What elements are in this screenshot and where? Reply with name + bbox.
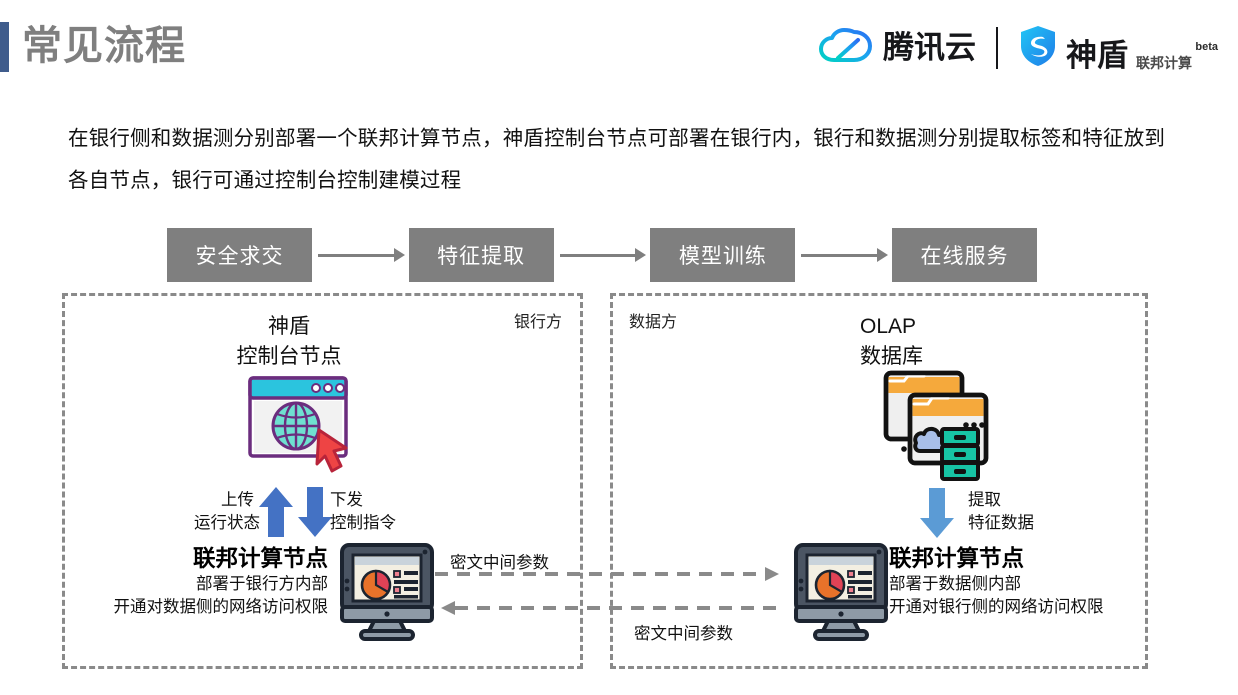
data-party-panel: 数据方 (610, 293, 1148, 669)
flow-arrow-1 (312, 228, 409, 282)
upload-label-line1: 上传 (221, 491, 254, 509)
flow-arrow-3 (795, 228, 892, 282)
logo-divider (996, 27, 998, 69)
shield-subtitle-wrap: 联邦计算 beta (1136, 41, 1218, 73)
header-bar: 常见流程 腾讯云 (0, 0, 1238, 92)
title-accent-bar (0, 22, 9, 72)
flow-step-1[interactable]: 安全求交 (167, 228, 312, 282)
olap-title-line1: OLAP (860, 315, 917, 338)
extract-label-line2: 特征数据 (968, 514, 1034, 532)
exchange-bottom-label: 密文中间参数 (634, 625, 733, 643)
extract-arrow-down-icon (919, 487, 955, 539)
command-arrow-label: 下发 控制指令 (330, 489, 410, 535)
tencent-cloud-logo: 腾讯云 (818, 27, 976, 70)
shield-logo: 神盾 联邦计算 beta (1018, 24, 1218, 73)
console-node-title-line2: 控制台节点 (236, 345, 342, 368)
data-fed-node-title: 联邦计算节点 (889, 546, 1025, 571)
exchange-top-label: 密文中间参数 (450, 554, 549, 572)
ciphertext-exchange-arrows (435, 565, 785, 620)
command-label-line1: 下发 (330, 491, 363, 509)
console-node-title-line1: 神盾 (268, 315, 310, 338)
data-panel-label: 数据方 (629, 314, 678, 331)
arrow-up-icon (258, 486, 294, 538)
olap-title: OLAP 数据库 (860, 312, 1040, 372)
console-node-title: 神盾 控制台节点 (199, 312, 379, 372)
extract-arrow-label: 提取 特征数据 (968, 489, 1034, 535)
olap-title-line2: 数据库 (860, 345, 923, 368)
cloud-icon (818, 27, 874, 70)
data-fed-node-line1: 部署于数据侧内部 (889, 575, 1021, 593)
bank-fed-node-line1: 部署于银行方内部 (196, 575, 328, 593)
flow-step-2[interactable]: 特征提取 (408, 228, 554, 282)
upload-arrow-label: 上传 运行状态 (194, 489, 260, 535)
tencent-cloud-wordmark: 腾讯云 (883, 30, 976, 65)
data-fed-node-text: 联邦计算节点 部署于数据侧内部 开通对银行侧的网络访问权限 (889, 545, 1149, 619)
flow-step-3[interactable]: 模型训练 (650, 228, 796, 282)
command-label-line2: 控制指令 (330, 514, 396, 532)
monitor-chart-icon (336, 541, 438, 641)
description-text: 在银行侧和数据测分别部署一个联邦计算节点，神盾控制台节点可部署在银行内，银行和数… (68, 127, 1166, 192)
arrow-down-icon (297, 486, 333, 538)
logo-lockup: 腾讯云 神盾 联邦计算 beta (818, 22, 1218, 74)
shield-wordmark: 神盾 (1066, 37, 1128, 73)
data-fed-node-line2: 开通对银行侧的网络访问权限 (889, 598, 1104, 616)
bank-panel-label: 银行方 (513, 314, 562, 331)
shield-icon (1018, 24, 1058, 73)
flow-step-4[interactable]: 在线服务 (892, 228, 1038, 282)
database-windows-icon (880, 367, 996, 483)
extract-label-line1: 提取 (968, 491, 1001, 509)
beta-badge: beta (1195, 40, 1218, 53)
page-title: 常见流程 (22, 24, 186, 68)
bank-fed-node-line2: 开通对数据侧的网络访问权限 (113, 598, 329, 616)
shield-subtitle: 联邦计算 (1136, 54, 1192, 71)
browser-globe-icon (248, 372, 360, 482)
flow-arrow-2 (554, 228, 651, 282)
bank-fed-node-title: 联邦计算节点 (192, 546, 328, 571)
monitor-chart-icon (790, 541, 892, 641)
bank-party-panel: 银行方 (62, 293, 583, 669)
bank-fed-node-text: 联邦计算节点 部署于银行方内部 开通对数据侧的网络访问权限 (66, 545, 329, 619)
upload-label-line2: 运行状态 (194, 514, 260, 532)
process-flow: 安全求交 特征提取 模型训练 在线服务 (167, 228, 1038, 282)
